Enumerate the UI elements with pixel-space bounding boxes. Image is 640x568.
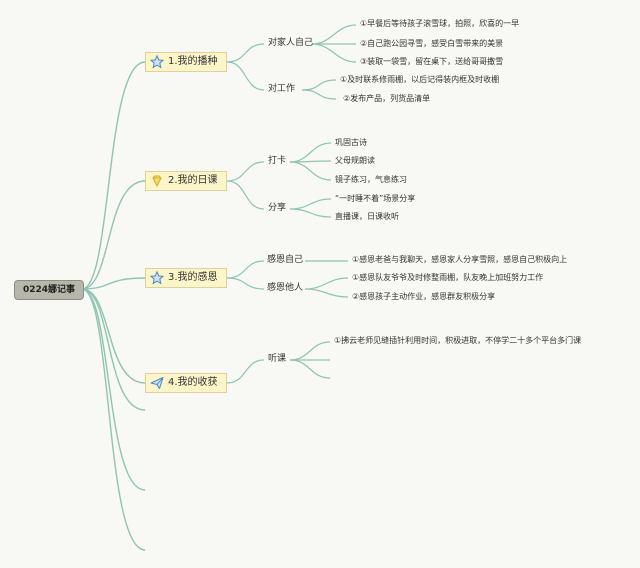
leaf-3-2-2: ②感恩孩子主动作业，感恩群友积极分享	[352, 292, 496, 301]
root-connector-2	[81, 180, 146, 290]
leaf-connector-1-2-2	[301, 89, 337, 100]
leaf-connector-3-2-2	[304, 288, 349, 298]
leaf-connector-1-1-3	[311, 43, 357, 63]
root-connector-6	[81, 288, 146, 491]
branch-label-3: 3.我的感恩	[168, 272, 218, 283]
leaf-connector-2-1-1	[289, 142, 332, 163]
branch2-group-connector-2	[226, 180, 265, 210]
group-label-3-1: 感恩自己	[267, 255, 304, 265]
root-connector-1	[81, 61, 146, 290]
branch-node-2[interactable]: 2.我的日课	[145, 171, 227, 191]
leaf-connector-2-1-3	[289, 161, 332, 181]
root-connector-5	[81, 288, 146, 411]
leaf-4-1-1: ①拂云老师见缝插针利用时间，积极进取，不停学二十多个平台多门课	[334, 336, 582, 345]
group-label-2-2: 分享	[268, 203, 287, 213]
branch-node-4[interactable]: 4.我的收获	[145, 373, 227, 393]
leaf-connector-1-1-1	[311, 24, 357, 45]
group-label-4-1: 听课	[268, 354, 287, 364]
leaf-1-1-2: ②自己跑公园寻雪，感受白雪带来的美景	[360, 39, 504, 48]
branch-node-1[interactable]: 1.我的播种	[145, 52, 227, 72]
leaf-connector-2-2-1	[289, 198, 332, 210]
leaf-connector-4-1-3	[289, 359, 331, 379]
group-label-1-1: 对家人自己	[268, 38, 314, 48]
leaf-3-2-1: ①感恩队友爷爷及时修整雨棚，队友晚上加班努力工作	[352, 273, 544, 282]
leaf-connector-4-1-1	[289, 341, 331, 361]
branch2-group-connector-1	[226, 161, 265, 182]
group-label-1-2: 对工作	[268, 84, 296, 94]
branch-label-4: 4.我的收获	[168, 377, 218, 388]
branch-label-2: 2.我的日课	[168, 175, 218, 186]
group-label-3-2: 感恩他人	[267, 283, 304, 293]
connector-lines	[81, 24, 357, 551]
root-node[interactable]: 0224娜记事	[14, 280, 84, 300]
leaf-2-2-2: 直播课，日课收听	[335, 212, 399, 221]
leaf-1-2-1: ①及时联系修雨棚，以后记得装内框及时收棚	[340, 75, 500, 84]
leaf-2-1-1: 巩固古诗	[335, 138, 367, 147]
group-label-2-1: 打卡	[268, 156, 287, 166]
root-label: 0224娜记事	[22, 284, 76, 295]
branch1-group-connector-2	[226, 61, 265, 91]
leaf-2-1-2: 父母规朗读	[335, 156, 375, 165]
leaf-1-1-3: ③装取一袋雪，留在桌下，送给哥哥撒雪	[360, 57, 504, 66]
branch4-group-connector-1	[226, 359, 265, 384]
star-outline-icon	[150, 271, 164, 285]
leaf-2-2-1: “一时睡不着”场景分享	[335, 194, 416, 203]
leaf-3-1-1: ①感恩老爸与我聊天，感恩家人分享雪照，感恩自己积极向上	[352, 255, 568, 264]
branch-label-1: 1.我的播种	[168, 56, 218, 67]
branch-node-3[interactable]: 3.我的感恩	[145, 268, 227, 288]
root-connector-7	[81, 288, 146, 551]
leaf-1-1-1: ①早餐后等待孩子滚雪球，拍照，欣喜的一早	[360, 19, 520, 28]
paper-plane-icon	[150, 377, 164, 389]
star-outline-icon	[150, 55, 164, 69]
branch3-group-connector-1	[226, 260, 265, 279]
branch3-group-connector-2	[226, 277, 265, 290]
leaf-connector-2-2-2	[289, 208, 332, 218]
leaf-1-2-2: ②发布产品，列货品清单	[343, 94, 431, 103]
leaf-2-1-3: 镜子练习，气息练习	[335, 175, 407, 184]
leaf-connector-1-2-1	[301, 79, 337, 91]
diamond-icon	[152, 175, 162, 188]
branch1-group-connector-1	[226, 43, 265, 63]
root-connector-4	[81, 288, 146, 384]
leaf-connector-3-2-1	[304, 277, 349, 290]
root-connector-3	[81, 277, 146, 290]
